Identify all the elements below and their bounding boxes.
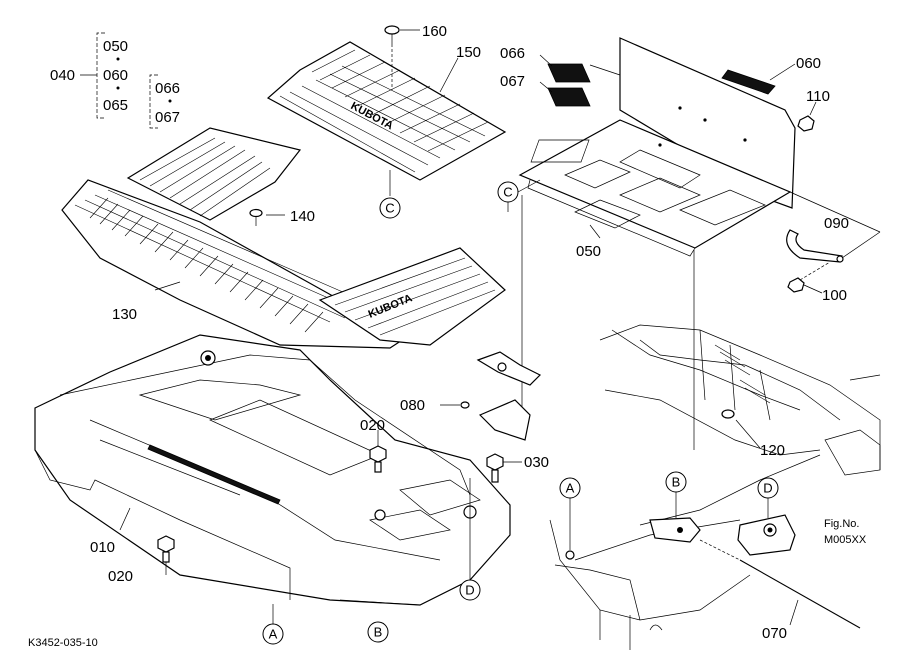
kit-member-050: 050 — [103, 38, 128, 55]
kit-bracket-group — [80, 32, 172, 129]
label-080: 080 — [400, 397, 425, 414]
label-140: 140 — [290, 208, 315, 225]
label-060: 060 — [796, 55, 821, 72]
label-090: 090 — [824, 215, 849, 232]
bolt-030 — [486, 453, 522, 483]
panel-060 — [589, 37, 796, 209]
floor-mat-130: KUBOTA — [61, 127, 506, 349]
ref-d-floor: D — [465, 583, 474, 598]
bolt-100 — [787, 261, 831, 294]
kit-sub-067: 067 — [155, 109, 180, 126]
kit-sub-066: 066 — [155, 80, 180, 97]
label-110: 110 — [806, 88, 830, 105]
rod-070 — [699, 539, 861, 629]
label-130: 130 — [112, 306, 137, 323]
label-066: 066 — [500, 45, 525, 62]
label-067: 067 — [500, 73, 525, 90]
ref-b-frame: B — [672, 475, 681, 490]
label-160: 160 — [422, 23, 447, 40]
fig-number: M005XX — [824, 534, 867, 546]
kit-member-060: 060 — [103, 67, 128, 84]
stickers-066-067 — [539, 54, 591, 107]
ref-c-top: C — [385, 201, 394, 216]
bolt-020-lower — [157, 535, 175, 575]
label-150: 150 — [456, 44, 481, 61]
ref-circle-b-bottom — [367, 621, 389, 643]
label-030: 030 — [524, 454, 549, 471]
clip-160 — [384, 25, 420, 90]
ref-a-bottom: A — [269, 627, 278, 642]
frame-right — [549, 324, 881, 650]
ref-c-left: C — [503, 185, 512, 200]
drawing-code: K3452-035-10 — [28, 637, 98, 649]
bolt-020-upper — [369, 430, 387, 473]
floor-mat-150: KUBOTA — [266, 41, 507, 181]
kit-member-065: 065 — [103, 97, 128, 114]
handle-090 — [786, 191, 881, 263]
kit-label-040: 040 — [50, 67, 75, 84]
floor-plate-010 — [34, 334, 511, 606]
ref-circle-a-bottom — [262, 623, 284, 645]
ref-d-frame: D — [763, 481, 772, 496]
clip-140 — [249, 208, 285, 226]
label-020-upper: 020 — [360, 417, 385, 434]
label-070: 070 — [762, 625, 787, 642]
ref-circle-d-floor — [459, 579, 481, 601]
ref-b-bottom: B — [374, 625, 383, 640]
bracket-080 — [440, 351, 542, 441]
ref-circle-c-top — [379, 197, 401, 219]
label-050: 050 — [576, 243, 601, 260]
bolt-120 — [721, 409, 761, 449]
label-020-lower: 020 — [108, 568, 133, 585]
fig-label: Fig.No. — [824, 518, 859, 530]
label-120: 120 — [760, 442, 785, 459]
ref-a-frame: A — [566, 481, 575, 496]
label-100: 100 — [822, 287, 847, 304]
label-010: 010 — [90, 539, 115, 556]
bolt-110 — [797, 101, 817, 132]
